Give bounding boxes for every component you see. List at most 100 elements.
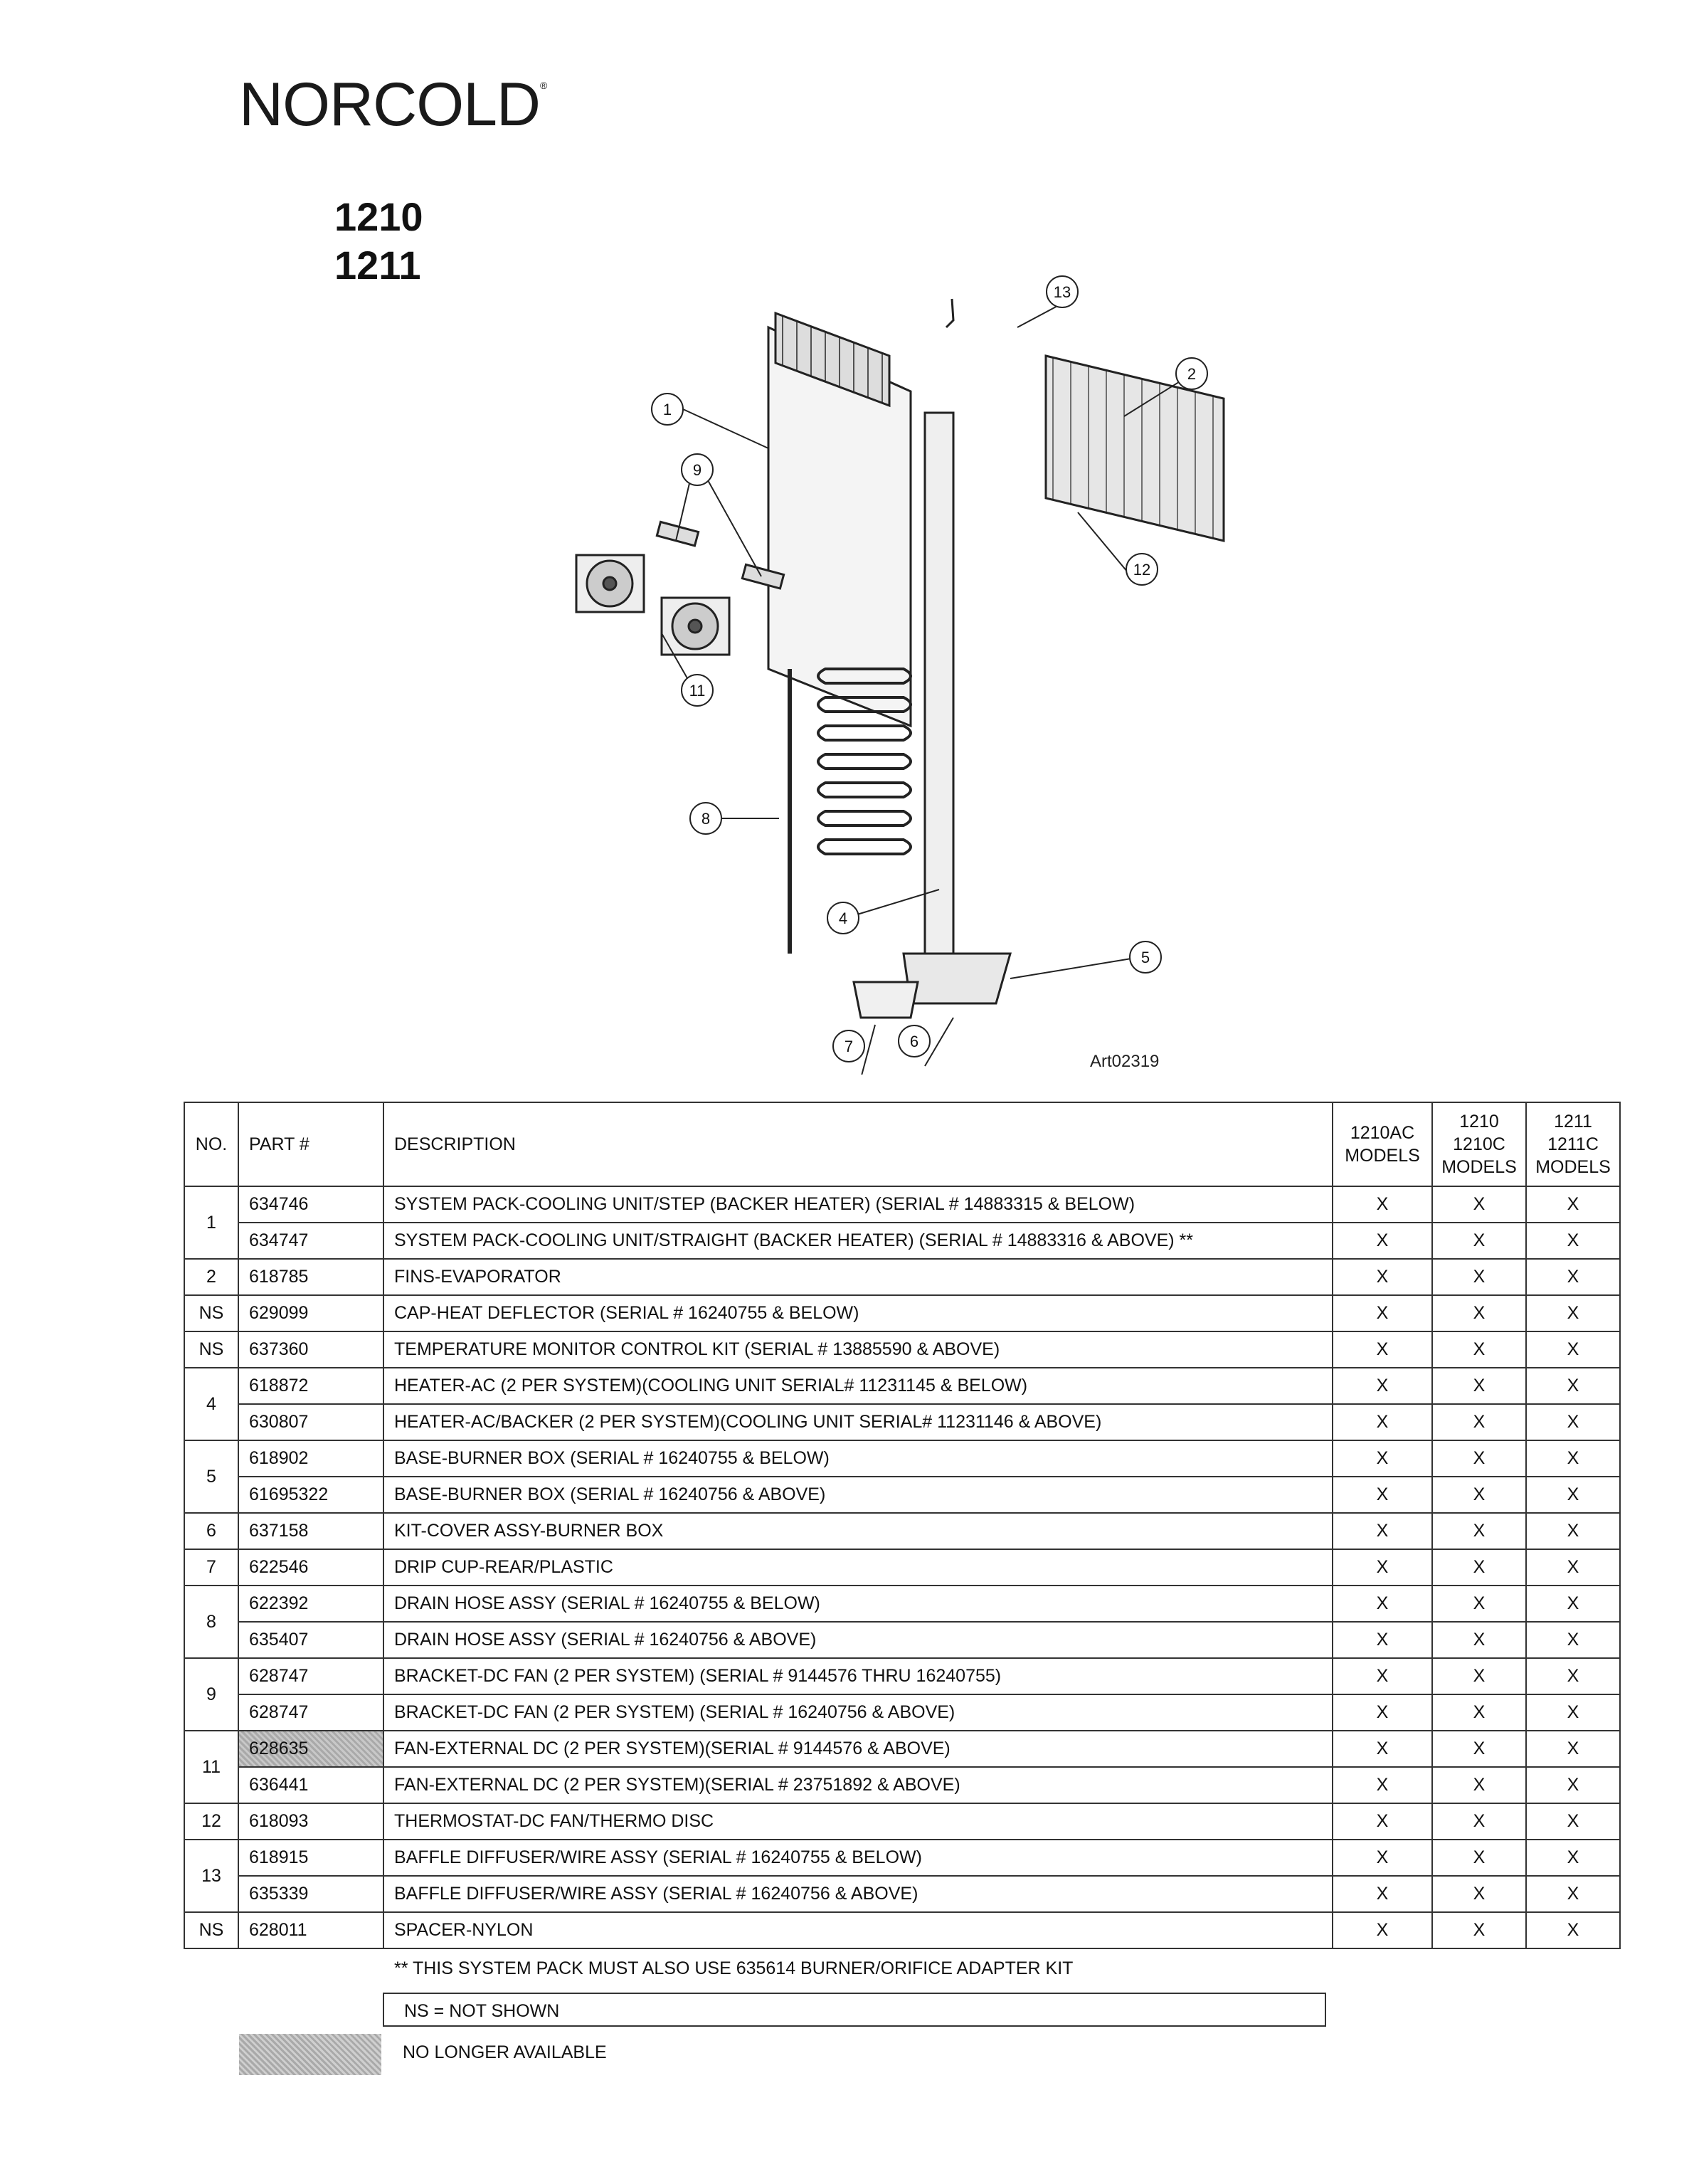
svg-text:7: 7 [844,1038,853,1055]
evaporator-fins [1044,354,1225,542]
part-description: BAFFLE DIFFUSER/WIRE ASSY (SERIAL # 1624… [383,1839,1333,1877]
exploded-parts-diagram: 1 2 4 5 6 7 8 9 11 12 13 [575,275,1225,1075]
fan-icon [575,554,645,613]
callout-5: 5 [1129,941,1162,974]
fit-1210: X [1431,1186,1527,1223]
burner-box [902,952,1012,1005]
fit-1211: X [1525,1766,1621,1804]
fit-1210: X [1431,1839,1527,1877]
drip-cup [852,981,919,1019]
part-description: KIT-COVER ASSY-BURNER BOX [383,1512,1333,1550]
fit-1210: X [1431,1694,1527,1731]
callout-2: 2 [1175,357,1208,390]
part-number: 628011 [238,1911,384,1949]
unavailable-swatch [239,2034,381,2075]
callout-8: 8 [689,802,722,835]
part-description: BAFFLE DIFFUSER/WIRE ASSY (SERIAL # 1624… [383,1875,1333,1913]
fit-1211: X [1525,1839,1621,1877]
model-number: 1210 [334,194,423,239]
fit-1210ac: X [1332,1766,1433,1804]
callout-4: 4 [827,902,859,934]
item-number: NS [184,1331,239,1368]
item-number: 2 [184,1258,239,1296]
part-description: HEATER-AC (2 PER SYSTEM)(COOLING UNIT SE… [383,1367,1333,1405]
item-number: 9 [184,1657,239,1731]
condenser-coil [817,668,912,855]
part-number: 618902 [238,1440,384,1477]
fit-1211: X [1525,1694,1621,1731]
fit-1210ac: X [1332,1875,1433,1913]
fit-1210ac: X [1332,1476,1433,1514]
part-description: BRACKET-DC FAN (2 PER SYSTEM) (SERIAL # … [383,1657,1333,1695]
part-description: CAP-HEAT DEFLECTOR (SERIAL # 16240755 & … [383,1294,1333,1332]
fit-1210ac: X [1332,1331,1433,1368]
part-description: SYSTEM PACK-COOLING UNIT/STRAIGHT (BACKE… [383,1222,1333,1260]
callout-12: 12 [1126,553,1158,586]
part-number: 628635 [238,1730,384,1768]
fit-1210ac: X [1332,1621,1433,1659]
svg-text:8: 8 [701,810,710,828]
part-description: FAN-EXTERNAL DC (2 PER SYSTEM)(SERIAL # … [383,1766,1333,1804]
fit-1211: X [1525,1621,1621,1659]
fit-1210ac: X [1332,1440,1433,1477]
part-description: BASE-BURNER BOX (SERIAL # 16240755 & BEL… [383,1440,1333,1477]
fit-1211: X [1525,1585,1621,1623]
callout-9: 9 [681,453,714,486]
fit-1210: X [1431,1294,1527,1332]
fit-1210ac: X [1332,1549,1433,1586]
part-number: 628747 [238,1657,384,1695]
fit-1210ac: X [1332,1186,1433,1223]
fit-1210: X [1431,1730,1527,1768]
header-description: DESCRIPTION [383,1102,1333,1187]
header-part: PART # [238,1102,384,1187]
svg-text:6: 6 [910,1033,918,1050]
fit-1210ac: X [1332,1911,1433,1949]
fit-1210: X [1431,1585,1527,1623]
svg-text:11: 11 [689,682,706,700]
fit-1210ac: X [1332,1585,1433,1623]
fit-1211: X [1525,1186,1621,1223]
fit-1210: X [1431,1549,1527,1586]
svg-text:9: 9 [693,461,701,479]
part-number: 637158 [238,1512,384,1550]
fit-1210ac: X [1332,1367,1433,1405]
fit-1211: X [1525,1331,1621,1368]
fit-1210: X [1431,1911,1527,1949]
part-number: 630807 [238,1403,384,1441]
svg-text:2: 2 [1187,365,1196,383]
fit-1210ac: X [1332,1258,1433,1296]
fit-1211: X [1525,1367,1621,1405]
fit-1210: X [1431,1403,1527,1441]
fan-bracket [741,563,785,590]
part-description: SYSTEM PACK-COOLING UNIT/STEP (BACKER HE… [383,1186,1333,1223]
cooling-unit-fins [774,311,891,408]
header-no: NO. [184,1102,239,1187]
part-description: TEMPERATURE MONITOR CONTROL KIT (SERIAL … [383,1331,1333,1368]
item-number: 1 [184,1186,239,1260]
svg-text:1: 1 [663,401,672,418]
fit-1211: X [1525,1803,1621,1840]
fit-1210: X [1431,1657,1527,1695]
fit-1210: X [1431,1766,1527,1804]
callout-7: 7 [832,1030,865,1062]
brand-logo: NORCOLD® [239,70,547,139]
item-number: 13 [184,1839,239,1913]
item-number: 6 [184,1512,239,1550]
part-number: 622546 [238,1549,384,1586]
part-number: 636441 [238,1766,384,1804]
fit-1210ac: X [1332,1657,1433,1695]
